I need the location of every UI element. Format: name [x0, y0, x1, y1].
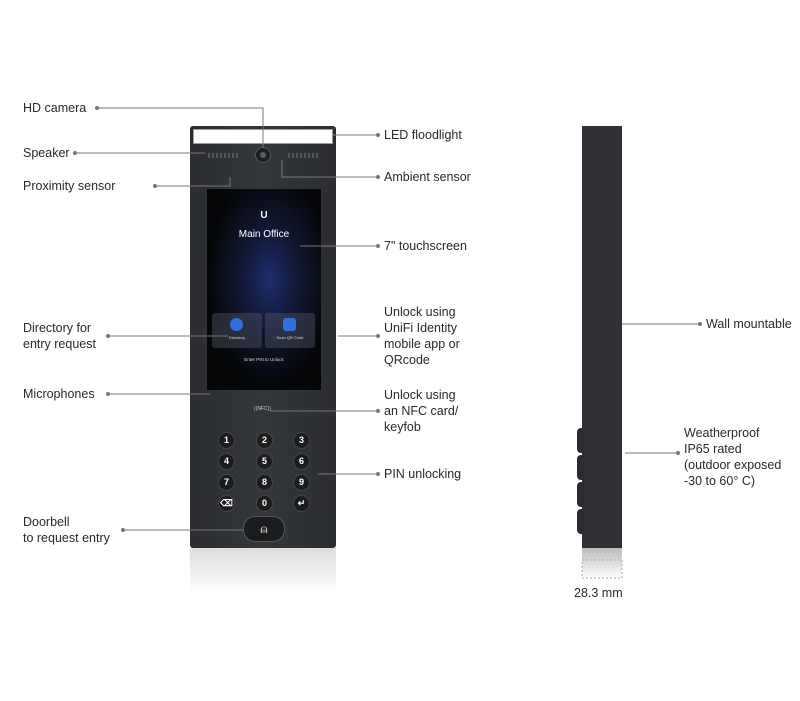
touchscreen[interactable]: U Main Office Directory Scan QR Code Ent…: [207, 189, 321, 390]
doorbell-button[interactable]: ⍝: [243, 516, 285, 542]
label-doorbell: Doorbell to request entry: [23, 515, 110, 545]
label-speaker: Speaker: [23, 146, 70, 160]
keypad-key[interactable]: 3: [293, 432, 310, 449]
qr-code-icon: [283, 318, 296, 331]
camera-icon: [255, 147, 271, 163]
directory-icon: [230, 318, 243, 331]
key-bump: [577, 509, 584, 534]
keypad-key[interactable]: 1: [218, 432, 235, 449]
keypad-key[interactable]: 9: [293, 474, 310, 491]
directory-label: Directory: [228, 335, 245, 340]
keypad-key[interactable]: 6: [293, 453, 310, 470]
keypad-key[interactable]: ⌫: [218, 495, 235, 512]
directory-button[interactable]: Directory: [212, 313, 262, 348]
scan-qr-button[interactable]: Scan QR Code: [265, 313, 315, 348]
label-wall-mountable: Wall mountable: [706, 317, 792, 331]
label-directory: Directory for entry request: [23, 321, 96, 351]
label-microphones: Microphones: [23, 387, 95, 401]
keypad-key[interactable]: 2: [256, 432, 273, 449]
pin-prompt: Enter PIN to Unlock: [244, 357, 284, 362]
unifi-logo: U: [260, 210, 268, 221]
label-pin-unlocking: PIN unlocking: [384, 467, 462, 481]
label-led-floodlight: LED floodlight: [384, 128, 462, 142]
label-ambient-sensor: Ambient sensor: [384, 170, 471, 184]
keypad-key[interactable]: ↵: [293, 495, 310, 512]
keypad-key[interactable]: 4: [218, 453, 235, 470]
label-depth: 28.3 mm: [574, 586, 623, 600]
key-bump: [577, 428, 584, 453]
screen-title: Main Office: [238, 229, 290, 240]
nfc-icon: ((NFC)): [254, 406, 271, 412]
speaker-grille: [208, 153, 238, 158]
key-bump: [577, 455, 584, 480]
keypad-key[interactable]: 8: [256, 474, 273, 491]
keypad-key[interactable]: 0: [256, 495, 273, 512]
scan-qr-label: Scan QR Code: [276, 335, 304, 340]
label-hd-camera: HD camera: [23, 101, 87, 115]
keypad-key[interactable]: 5: [256, 453, 273, 470]
label-weatherproof: Weatherproof IP65 rated (outdoor exposed…: [684, 426, 782, 488]
label-unlock-app: Unlock using UniFi Identity mobile app o…: [384, 305, 460, 367]
keypad-key[interactable]: 7: [218, 474, 235, 491]
label-proximity-sensor: Proximity sensor: [23, 179, 116, 193]
speaker-grille: [288, 153, 318, 158]
device-side: [582, 126, 622, 548]
key-bump: [577, 482, 584, 507]
device-reflection: [190, 548, 336, 593]
device-front: U Main Office Directory Scan QR Code Ent…: [190, 126, 336, 548]
label-unlock-nfc: Unlock using an NFC card/ keyfob: [384, 388, 459, 434]
label-touchscreen: 7" touchscreen: [384, 239, 467, 253]
side-reflection: [582, 548, 622, 578]
